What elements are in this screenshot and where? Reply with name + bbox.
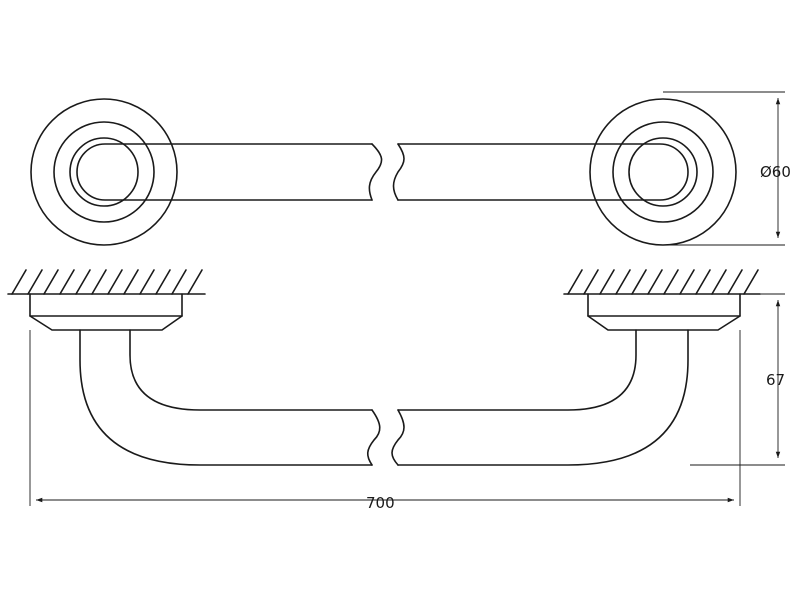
hatch-stroke [171,269,187,295]
wall-hatch-left [7,269,206,295]
hatch-stroke [11,269,27,295]
left-flange-top [30,98,178,246]
bar-side-left [79,329,381,466]
length-label: 700 [366,494,395,512]
hatch-stroke [123,269,139,295]
hatch-stroke [43,269,59,295]
bar-side-right [391,329,689,466]
hatch-stroke [567,269,583,295]
hatch-stroke [155,269,171,295]
right-flange-top [589,98,737,246]
hatch-stroke [647,269,663,295]
hatch-stroke [107,269,123,295]
right-base-side [587,293,741,331]
hatch-stroke [743,269,759,295]
hatch-stroke [679,269,695,295]
hatch-stroke [615,269,631,295]
hatch-stroke [91,269,107,295]
hatch-stroke [75,269,91,295]
bar-top [76,143,689,201]
side-view [7,269,761,466]
top-view [30,98,737,246]
hatch-stroke [27,269,43,295]
projection-dimension: 67 [690,293,785,466]
hatch-stroke [139,269,155,295]
diameter-label: Ø60 [760,163,791,181]
projection-label: 67 [766,371,785,389]
length-dimension: 700 [29,330,741,512]
hatch-stroke [187,269,203,295]
hatch-stroke [583,269,599,295]
hatch-stroke [727,269,743,295]
hatch-stroke [711,269,727,295]
hatch-stroke [631,269,647,295]
left-base-side [29,293,183,331]
hatch-stroke [599,269,615,295]
wall-hatch-right [563,269,761,295]
hatch-stroke [59,269,75,295]
diameter-dimension: Ø60 [663,91,791,246]
hatch-stroke [663,269,679,295]
hatch-stroke [695,269,711,295]
